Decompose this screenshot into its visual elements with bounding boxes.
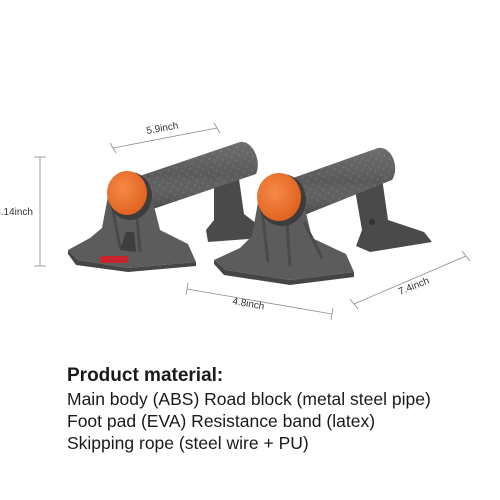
product-figure: 5.9inch 3.14inch 4.8inch 7.4inch: [0, 121, 471, 321]
material-line: Skipping rope (steel wire + PU): [67, 433, 309, 453]
push-up-bar-front: [214, 147, 432, 285]
depth-label: 7.4inch: [397, 276, 431, 298]
material-line: Main body (ABS) Road block (metal steel …: [67, 389, 431, 409]
length-label: 5.9inch: [146, 121, 180, 137]
material-title: Product material:: [67, 365, 224, 386]
height-label: 3.14inch: [0, 207, 33, 218]
product-material-block: Product material: Main body (ABS) Road b…: [67, 364, 487, 454]
material-line: Foot pad (EVA) Resistance band (latex): [67, 411, 376, 431]
base-width-label: 4.8inch: [231, 296, 265, 312]
push-up-bar-back: [68, 141, 262, 272]
dimension-lines: [34, 122, 471, 321]
